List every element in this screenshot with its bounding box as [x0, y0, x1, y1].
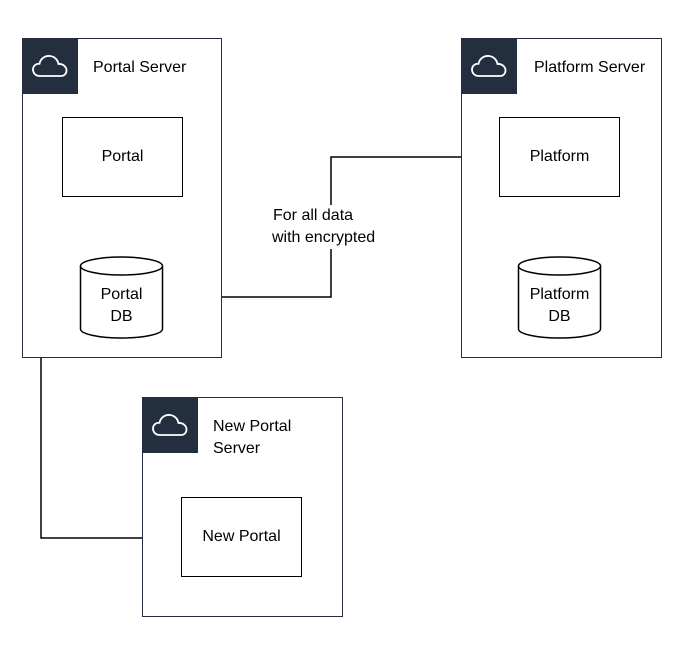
- platform-node: Platform: [499, 117, 620, 197]
- portal-server-group: Portal Server: [21, 37, 222, 358]
- new-portal-server-title-line1: New Portal: [213, 418, 292, 435]
- cloud-icon: [460, 37, 517, 94]
- portal-db-label-line1: Portal: [100, 286, 143, 303]
- platform-db-node: [517, 256, 602, 339]
- cloud-icon: [21, 37, 78, 94]
- new-portal-label: New Portal: [202, 528, 281, 545]
- cloud-icon: [141, 396, 198, 453]
- platform-db-label-line2: DB: [548, 308, 571, 325]
- portal-node: Portal: [62, 117, 183, 197]
- new-portal-server-group: New Portal Server: [141, 396, 343, 617]
- encryption-note-line2: with encrypted: [272, 227, 376, 249]
- platform-label: Platform: [529, 148, 590, 165]
- portal-label: Portal: [101, 148, 144, 165]
- encryption-note-line1: For all data: [273, 205, 354, 227]
- platform-db-label-line1: Platform: [529, 286, 590, 303]
- platform-server-title: Platform Server: [534, 59, 646, 76]
- portal-server-title: Portal Server: [93, 59, 187, 76]
- portal-db-label-line2: DB: [110, 308, 133, 325]
- portal-db-node: [79, 256, 164, 339]
- new-portal-server-title-line2: Server: [213, 440, 261, 457]
- new-portal-node: New Portal: [181, 497, 302, 577]
